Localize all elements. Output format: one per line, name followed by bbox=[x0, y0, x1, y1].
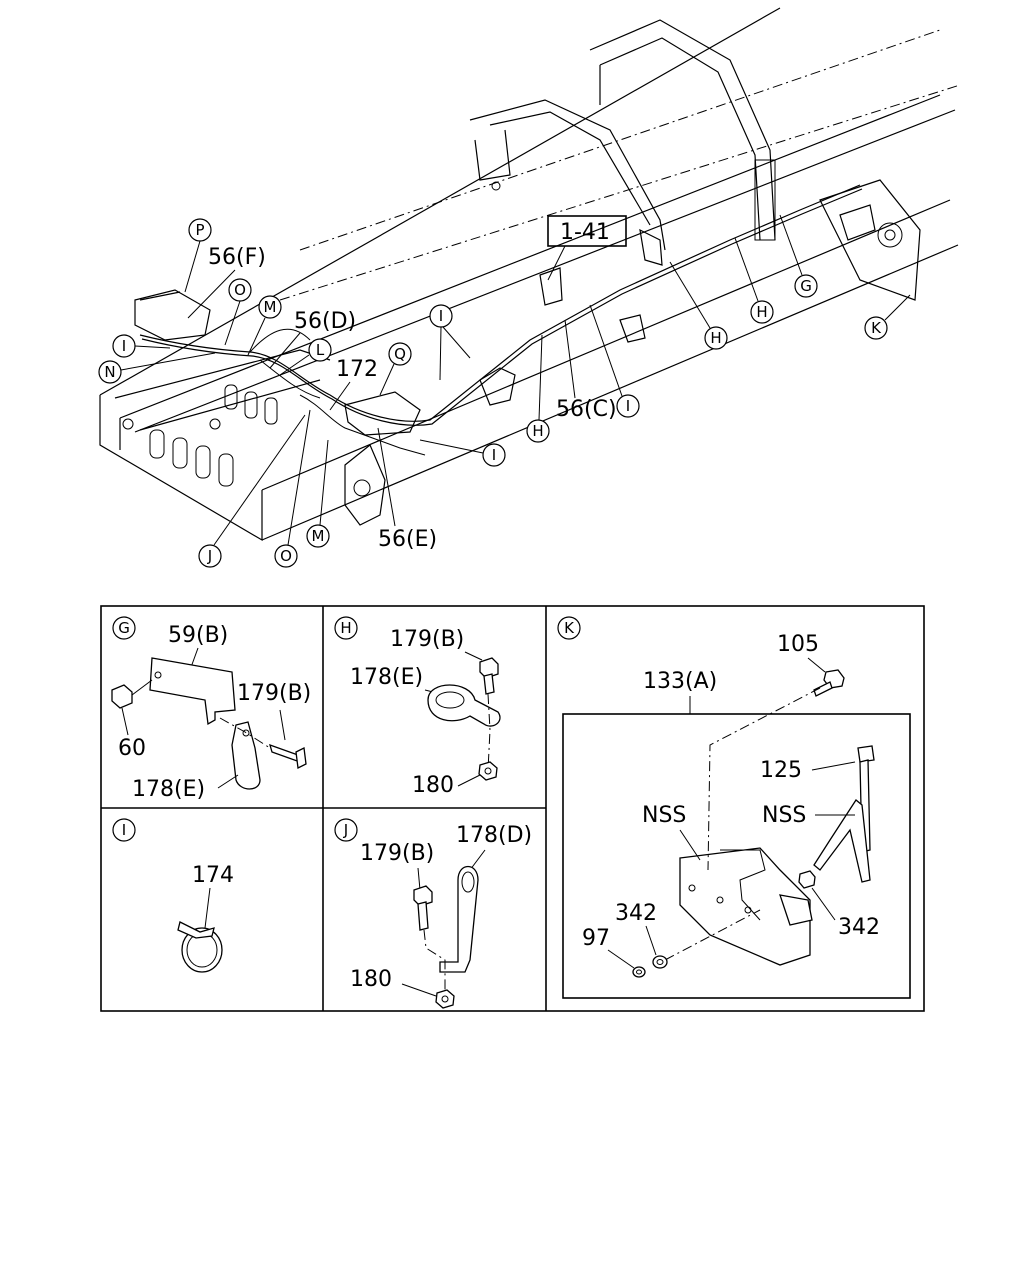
label-56D: 56(D) bbox=[294, 309, 356, 334]
callout-H-center: H bbox=[532, 422, 543, 440]
label-178D: 178(D) bbox=[456, 823, 532, 848]
callout-G: G bbox=[800, 277, 812, 295]
callout-M-bottom: M bbox=[312, 527, 325, 545]
callout-J: J bbox=[207, 547, 212, 565]
detail-panel-G: G 59(B) 60 179(B) 178(E) bbox=[111, 616, 311, 802]
main-letter-callouts: P O M I N L Q I I H I H bbox=[98, 214, 911, 568]
label-97: 97 bbox=[582, 926, 610, 951]
label-178E: 178(E) bbox=[132, 777, 205, 802]
main-callouts: 56(F) 56(D) 172 56(C) 56(E) bbox=[187, 245, 617, 552]
panel-J-title: J bbox=[343, 821, 348, 839]
label-342-right: 342 bbox=[838, 915, 880, 940]
panel-H-title: H bbox=[340, 619, 351, 637]
label-133A: 133(A) bbox=[643, 669, 717, 694]
callout-N: N bbox=[104, 363, 115, 381]
panel-G-title: G bbox=[118, 619, 130, 637]
detail-panel-grid bbox=[100, 605, 925, 1012]
panel-K-title: K bbox=[564, 619, 575, 637]
callout-I-upper: I bbox=[439, 307, 443, 325]
callout-O-top: O bbox=[234, 281, 246, 299]
chassis-illustration bbox=[99, 7, 961, 542]
label-342-left: 342 bbox=[615, 901, 657, 926]
detail-panel-I: I 174 bbox=[112, 818, 234, 973]
label-174: 174 bbox=[192, 863, 234, 888]
label-179B-J: 179(B) bbox=[360, 841, 434, 866]
label-56C: 56(C) bbox=[556, 397, 617, 422]
callout-I-center: I bbox=[492, 446, 496, 464]
callout-M-top: M bbox=[264, 298, 277, 316]
label-60: 60 bbox=[118, 736, 146, 761]
callout-L: L bbox=[316, 341, 325, 359]
detail-panel-H: H 179(B) 178(E) 180 bbox=[334, 616, 501, 798]
detail-panel-J: J 178(D) 179(B) 180 bbox=[334, 818, 532, 1009]
label-56F: 56(F) bbox=[208, 245, 266, 270]
label-NSS-left: NSS bbox=[642, 803, 686, 828]
panel-I-title: I bbox=[122, 821, 126, 839]
label-172: 172 bbox=[336, 357, 378, 382]
label-180-H: 180 bbox=[412, 773, 454, 798]
label-179B-H: 179(B) bbox=[390, 627, 464, 652]
label-125: 125 bbox=[760, 758, 802, 783]
label-59B: 59(B) bbox=[168, 623, 228, 648]
callout-I-left: I bbox=[122, 337, 126, 355]
detail-panel-K: K 105 133(A) 125 NSS NSS 342 342 bbox=[557, 616, 911, 999]
callout-P: P bbox=[195, 221, 204, 239]
label-180-J: 180 bbox=[350, 967, 392, 992]
label-179B: 179(B) bbox=[237, 681, 311, 706]
reference-box-1-41: 1-41 bbox=[547, 215, 627, 281]
callout-O-bottom: O bbox=[280, 547, 292, 565]
callout-I-right: I bbox=[626, 397, 630, 415]
reference-label: 1-41 bbox=[560, 220, 610, 245]
label-105: 105 bbox=[777, 632, 819, 657]
label-56E: 56(E) bbox=[378, 527, 437, 552]
callout-H-far: H bbox=[756, 303, 767, 321]
callout-K: K bbox=[871, 319, 882, 337]
label-NSS-right: NSS bbox=[762, 803, 806, 828]
callout-H-right: H bbox=[710, 329, 721, 347]
label-178E-H: 178(E) bbox=[350, 665, 423, 690]
callout-Q: Q bbox=[394, 345, 406, 363]
